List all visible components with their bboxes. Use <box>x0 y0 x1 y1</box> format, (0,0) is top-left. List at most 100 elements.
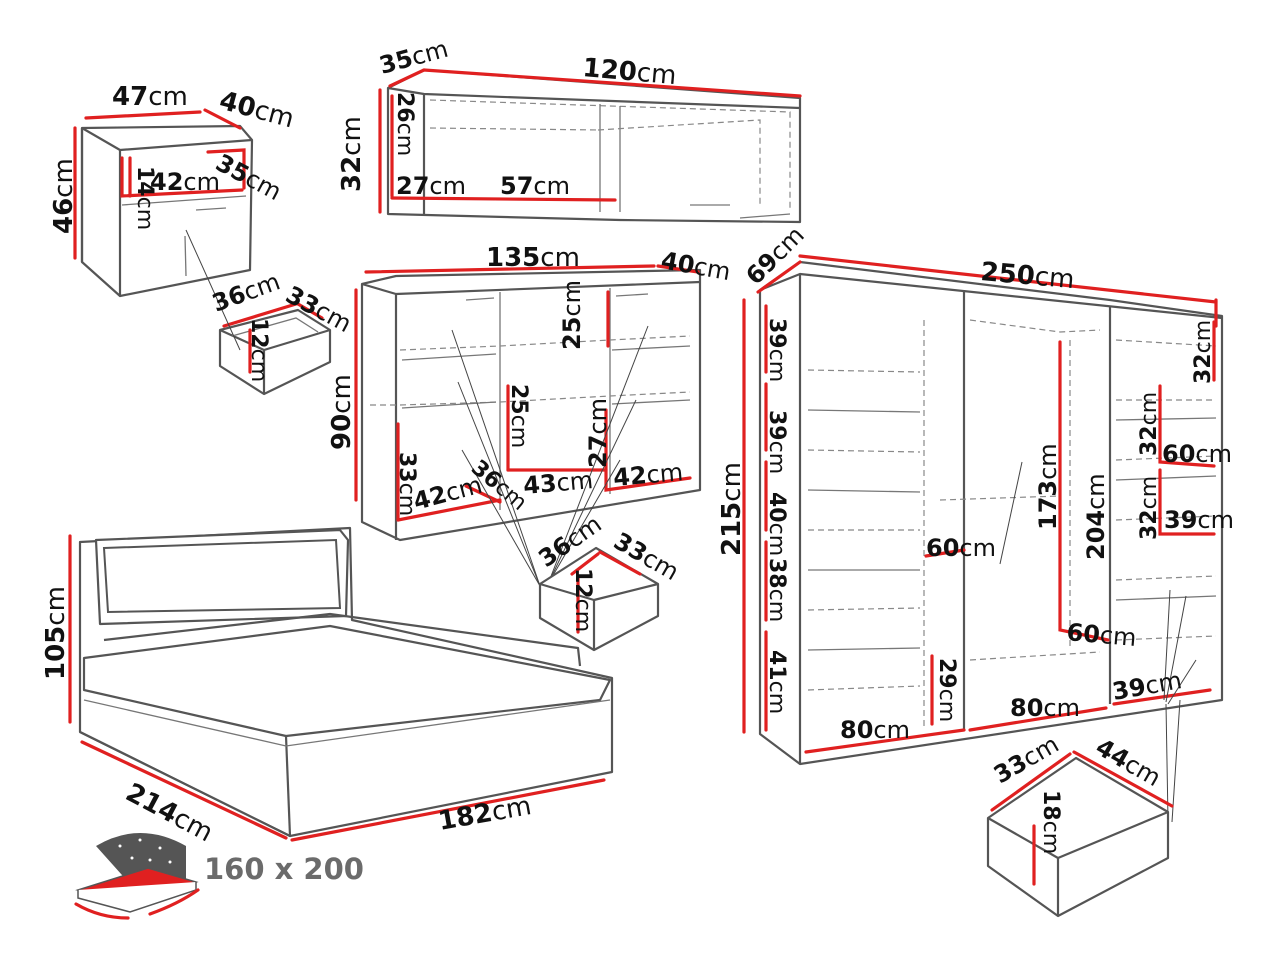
wall-cabinet-dimension-3: 32cm <box>337 116 367 192</box>
wardrobe-dimension-17: 60cm <box>1065 618 1137 652</box>
wardrobe-dimension-19: 80cm <box>840 716 910 744</box>
wall-cabinet <box>378 68 802 224</box>
dimension-unit: cm <box>394 483 419 517</box>
wardrobe-dimension-13: 39cm <box>1164 506 1234 534</box>
wardrobe-dimension-11: 60cm <box>1162 440 1232 468</box>
bed-size-label: 160 x 200 <box>204 852 364 886</box>
dimension-unit: cm <box>132 197 157 231</box>
sideboard-dimension-3: 90cm <box>327 374 357 450</box>
sideboard-dimension-1: 135cm <box>486 243 580 273</box>
wardrobe-dimension-6: 40cm <box>764 492 789 556</box>
dimension-unit: cm <box>873 716 910 744</box>
dimension-unit: cm <box>49 158 79 198</box>
dimension-value: 12 <box>570 568 595 599</box>
dimension-unit: cm <box>337 116 367 156</box>
dimension-unit: cm <box>959 534 996 562</box>
sideboard-dimension-5: 25cm <box>506 384 531 448</box>
dimension-value: 25 <box>506 384 531 415</box>
bed-dimension-1: 105cm <box>41 586 71 680</box>
dimension-value: 39 <box>1164 506 1197 534</box>
dimension-unit: cm <box>251 95 297 134</box>
dimension-value: 27 <box>584 435 612 468</box>
wall-cabinet-dimension-5: 27cm <box>396 172 466 200</box>
wardrobe-dimension-2: 250cm <box>979 257 1075 295</box>
dimension-value: 39 <box>1110 673 1148 706</box>
nightstand <box>73 108 254 298</box>
dimension-unit: cm <box>429 172 466 200</box>
dimension-value: 25 <box>558 317 586 350</box>
sideboard-dimension-6: 27cm <box>584 398 612 468</box>
dimension-value: 41 <box>764 650 789 681</box>
dimension-value: 47 <box>112 82 148 112</box>
wall-cabinet-dimension-4: 26cm <box>392 92 417 156</box>
wardrobe-dimension-5: 39cm <box>764 410 789 474</box>
dimension-value: 173 <box>1034 480 1062 530</box>
sideboard <box>354 264 702 587</box>
wardrobe-dimension-10: 32cm <box>1137 392 1162 456</box>
dimension-value: 33 <box>394 452 419 483</box>
wardrobe-drawer <box>986 750 1174 918</box>
dimension-unit: cm <box>584 398 612 435</box>
dimension-unit: cm <box>240 267 284 306</box>
wardrobe-dimension-7: 38cm <box>764 558 789 622</box>
sideboard-drawer-dimension-3: 12cm <box>570 568 595 632</box>
dimension-value: 60 <box>1065 618 1101 649</box>
dimension-unit: cm <box>1195 440 1232 468</box>
dimension-unit: cm <box>489 791 533 827</box>
dimension-unit: cm <box>645 458 684 489</box>
wall-cabinet-dimension-2: 120cm <box>581 53 677 91</box>
dimension-unit: cm <box>764 441 789 475</box>
mattress-size-icon <box>74 833 200 920</box>
dimension-unit: cm <box>764 589 789 623</box>
dimension-value: 105 <box>41 626 71 680</box>
sideboard-dimension-2: 40cm <box>659 246 733 286</box>
dimension-unit: cm <box>540 243 580 273</box>
dimension-value: 27 <box>396 172 429 200</box>
dimension-unit: cm <box>558 280 586 317</box>
wardrobe-dimension-9: 32cm <box>1191 320 1216 384</box>
dimension-value: 46 <box>49 198 79 234</box>
dimension-value: 120 <box>581 53 638 88</box>
dimension-unit: cm <box>1033 262 1075 295</box>
dimension-value: 60 <box>926 534 959 562</box>
dimension-unit: cm <box>148 82 188 112</box>
dimension-value: 40 <box>764 492 789 523</box>
wardrobe-dimension-15: 204cm <box>1082 473 1110 560</box>
sideboard-dimension-7: 33cm <box>394 452 419 516</box>
dimension-unit: cm <box>635 58 677 91</box>
wardrobe-dimension-16: 60cm <box>926 534 996 562</box>
wardrobe-dimension-3: 215cm <box>717 462 747 556</box>
dimension-unit: cm <box>764 523 789 557</box>
dimension-unit: cm <box>1143 666 1184 700</box>
dimension-value: 26 <box>392 92 417 123</box>
wardrobe-drawer-dimension-3: 18cm <box>1038 790 1063 854</box>
wardrobe-dimension-8: 41cm <box>764 650 789 714</box>
dimension-unit: cm <box>41 586 71 626</box>
dimension-value: 40 <box>659 246 697 279</box>
dimension-value: 39 <box>764 410 789 441</box>
dimension-value: 90 <box>327 414 357 450</box>
dimension-value: 32 <box>1137 509 1162 540</box>
dimension-value: 29 <box>934 658 959 689</box>
dimension-unit: cm <box>1043 694 1080 722</box>
dimension-unit: cm <box>1038 821 1063 855</box>
dimension-unit: cm <box>506 415 531 449</box>
dimension-value: 80 <box>840 716 873 744</box>
nightstand-drawer-dimension-3: 12cm <box>246 318 271 382</box>
wardrobe-dimension-14: 173cm <box>1034 443 1062 530</box>
wardrobe-dimension-4: 39cm <box>764 318 789 382</box>
dimension-unit: cm <box>1197 506 1234 534</box>
dimension-value: 80 <box>1010 694 1043 722</box>
wardrobe-dimension-21: 39cm <box>1110 666 1184 706</box>
dimension-value: 43 <box>522 469 558 500</box>
dimension-unit: cm <box>764 349 789 383</box>
dimension-unit: cm <box>934 689 959 723</box>
dimension-value: 18 <box>1038 790 1063 821</box>
dimension-value: 250 <box>979 257 1036 292</box>
dimension-unit: cm <box>246 349 271 383</box>
wardrobe-dimension-20: 80cm <box>1010 694 1080 722</box>
dimension-value: 60 <box>1162 440 1195 468</box>
dimension-unit: cm <box>764 681 789 715</box>
dimension-unit: cm <box>392 123 417 157</box>
